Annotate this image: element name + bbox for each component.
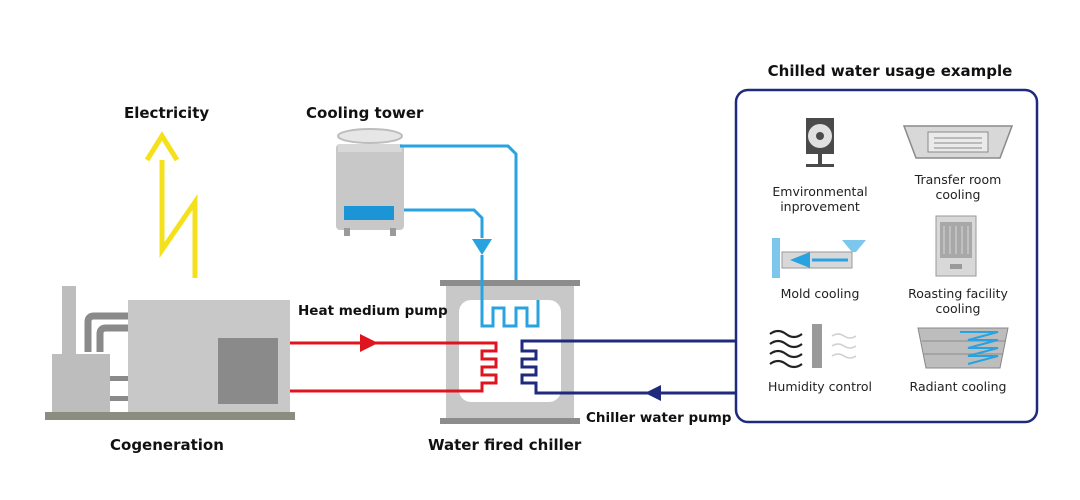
chiller-water-pump-label: Chiller water pump — [586, 410, 732, 426]
usage-example-title: Chilled water usage example — [767, 62, 1013, 80]
cogeneration-label: Cogeneration — [110, 436, 224, 454]
chiller-unit-icon — [440, 280, 580, 424]
humidity-icon — [769, 324, 857, 369]
usage-caption-line: Roasting facility — [908, 286, 1008, 301]
heat-medium-pump-label: Heat medium pump — [298, 303, 448, 319]
usage-caption-line: cooling — [935, 301, 981, 316]
cooling-coil — [480, 255, 540, 328]
usage-caption: Transfer room cooling — [888, 172, 1028, 202]
usage-caption: Radiant cooling — [888, 379, 1028, 394]
cooling-water-line — [400, 144, 518, 300]
water-fired-chiller-label: Water fired chiller — [428, 436, 582, 454]
hot-medium-line — [290, 341, 498, 393]
usage-caption-line: inprovement — [780, 199, 860, 214]
usage-caption: Emvironmental inprovement — [752, 184, 888, 214]
cogeneration-unit-icon — [45, 286, 295, 420]
usage-caption-line: Humidity control — [768, 379, 872, 394]
chilled-flow-arrow-icon — [645, 385, 661, 401]
hot-flow-arrow-icon — [360, 334, 378, 352]
usage-caption-line: cooling — [935, 187, 981, 202]
air-conditioner-unit-icon — [935, 215, 977, 277]
cooling-tower-label: Cooling tower — [306, 104, 424, 122]
usage-caption: Roasting facility cooling — [888, 286, 1028, 316]
electricity-label: Electricity — [124, 104, 210, 122]
radiant-panel-icon — [917, 327, 1009, 369]
cooling-flow-arrow-icon — [472, 239, 492, 255]
usage-caption: Humidity control — [752, 379, 888, 394]
usage-caption-line: Radiant cooling — [909, 379, 1007, 394]
chilled-water-line — [520, 339, 735, 395]
usage-caption-line: Transfer room — [914, 172, 1002, 187]
mold-machine-icon — [772, 238, 866, 278]
ceiling-ac-icon — [902, 125, 1014, 159]
usage-caption: Mold cooling — [752, 286, 888, 301]
cooling-tower-icon — [336, 128, 404, 236]
usage-caption-line: Emvironmental — [772, 184, 868, 199]
electricity-bolt-icon — [144, 131, 198, 278]
fan-icon — [806, 118, 834, 167]
usage-caption-line: Mold cooling — [780, 286, 860, 301]
